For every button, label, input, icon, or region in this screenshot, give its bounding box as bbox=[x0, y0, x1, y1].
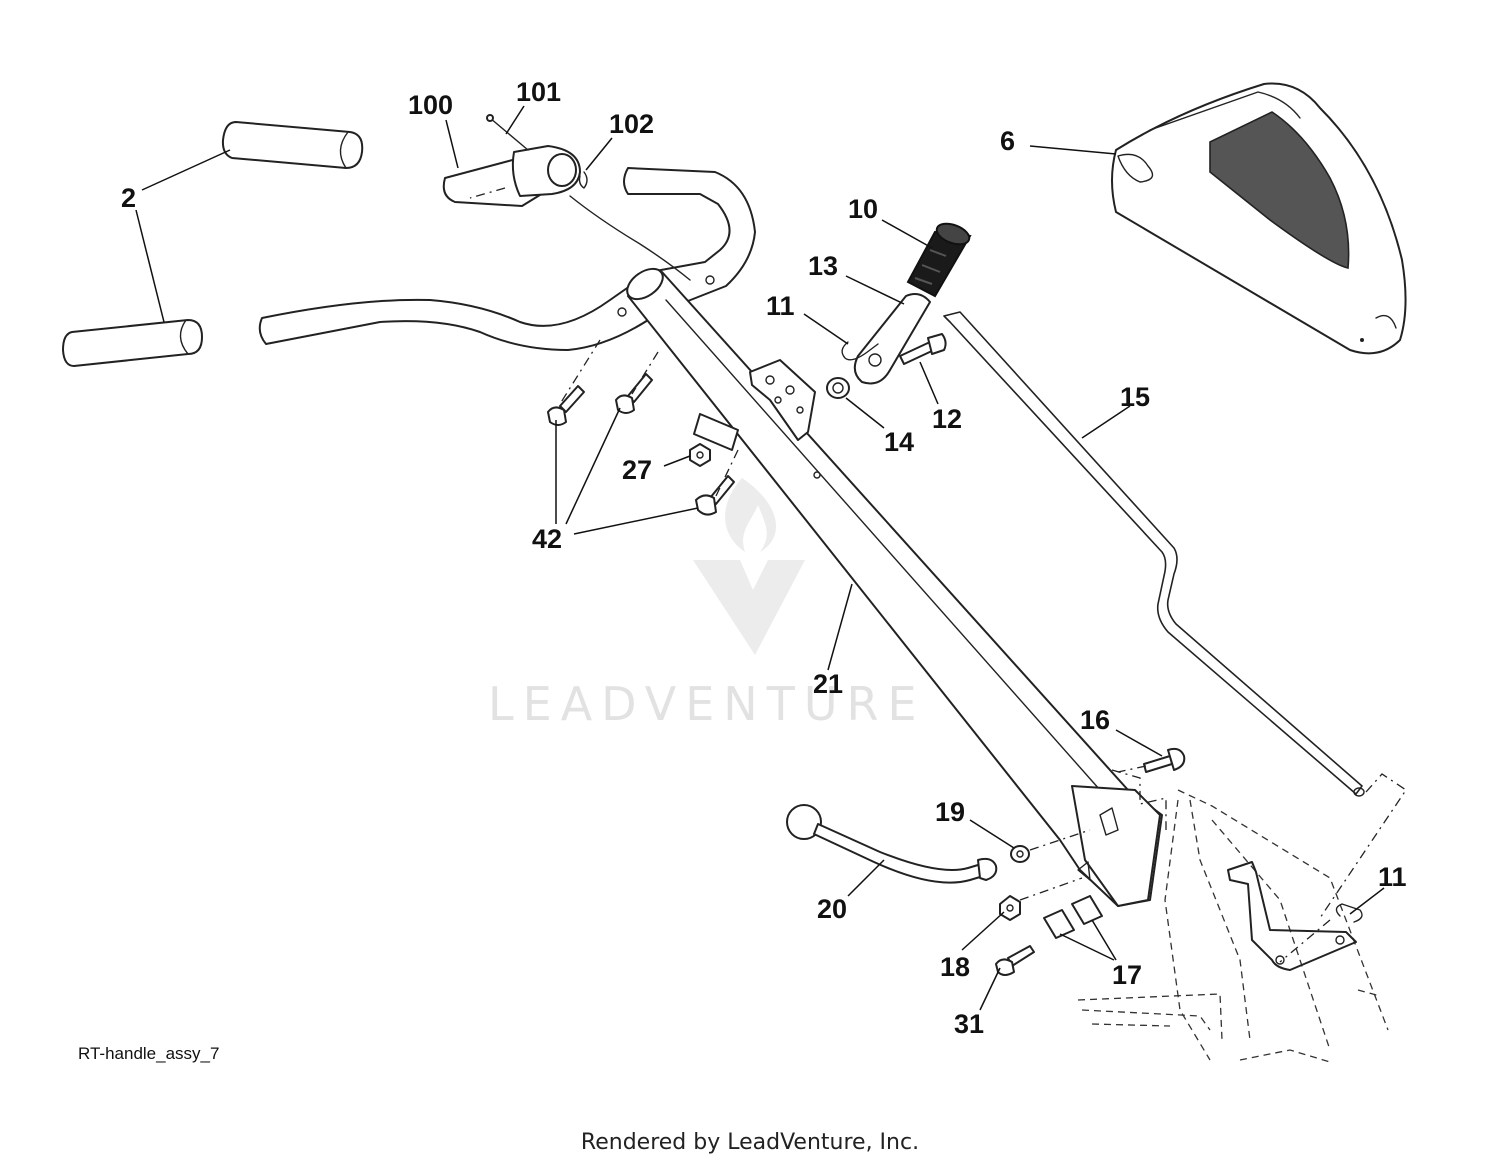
callout-17: 17 bbox=[1112, 960, 1142, 990]
watermark-logo bbox=[693, 478, 805, 655]
bolt-plate bbox=[559, 339, 739, 497]
callout-21: 21 bbox=[813, 669, 843, 699]
callout-16: 16 bbox=[1080, 705, 1110, 735]
rubber-bumper bbox=[1043, 895, 1103, 939]
spacer bbox=[826, 377, 850, 399]
lock-nut bbox=[999, 895, 1021, 921]
callout-6: 6 bbox=[1000, 126, 1015, 156]
flange-bolt bbox=[695, 475, 735, 516]
callout-20: 20 bbox=[817, 894, 847, 924]
diagram-reference-id: RT-handle_assy_7 bbox=[78, 1044, 220, 1063]
callout-102: 102 bbox=[609, 109, 654, 139]
callout-101: 101 bbox=[516, 77, 561, 107]
footer-credit: Rendered by LeadVenture, Inc. bbox=[580, 1130, 920, 1155]
hand-grip-lower bbox=[62, 319, 203, 367]
hex-bolt bbox=[995, 945, 1035, 976]
engine-cover bbox=[1111, 82, 1407, 355]
gear-lever-rod bbox=[786, 804, 998, 884]
callout-15: 15 bbox=[1120, 382, 1150, 412]
washer bbox=[1010, 845, 1030, 863]
callout-11-lower: 11 bbox=[1378, 862, 1407, 892]
shift-lever bbox=[853, 293, 931, 385]
callout-12: 12 bbox=[932, 404, 962, 434]
handle-tube bbox=[617, 267, 1163, 907]
callout-31: 31 bbox=[954, 1009, 984, 1039]
shoulder-bolt bbox=[899, 333, 947, 365]
hex-bolt bbox=[1143, 747, 1186, 773]
callout-42: 42 bbox=[532, 524, 562, 554]
callout-2-upper: 2 bbox=[121, 183, 136, 213]
handlebar bbox=[258, 167, 756, 351]
tiller-frame-phantom bbox=[1077, 789, 1389, 1063]
flange-bolt bbox=[615, 373, 653, 414]
callout-13: 13 bbox=[808, 251, 838, 281]
callout-19: 19 bbox=[935, 797, 965, 827]
hairpin-clip bbox=[841, 341, 879, 361]
shift-rod bbox=[943, 311, 1365, 797]
hex-nut bbox=[689, 443, 711, 467]
shift-bracket bbox=[749, 359, 816, 441]
hand-grip-upper bbox=[221, 121, 364, 169]
shift-knob bbox=[906, 222, 972, 298]
flange-bolt bbox=[547, 385, 585, 426]
assembly-lines bbox=[1019, 765, 1407, 963]
callout-10: 10 bbox=[848, 194, 878, 224]
callout-27: 27 bbox=[622, 455, 652, 485]
callout-11-upper: 11 bbox=[766, 291, 795, 321]
callout-18: 18 bbox=[940, 952, 970, 982]
throttle-control bbox=[442, 114, 691, 281]
callout-14: 14 bbox=[884, 427, 914, 457]
leader-lines bbox=[135, 105, 1385, 1011]
callout-100: 100 bbox=[408, 90, 453, 120]
callout-labels: 2 2 100 101 102 6 10 13 11 12 14 15 27 4… bbox=[121, 77, 1407, 1039]
watermark-text: LEADVENTURE bbox=[488, 677, 926, 731]
